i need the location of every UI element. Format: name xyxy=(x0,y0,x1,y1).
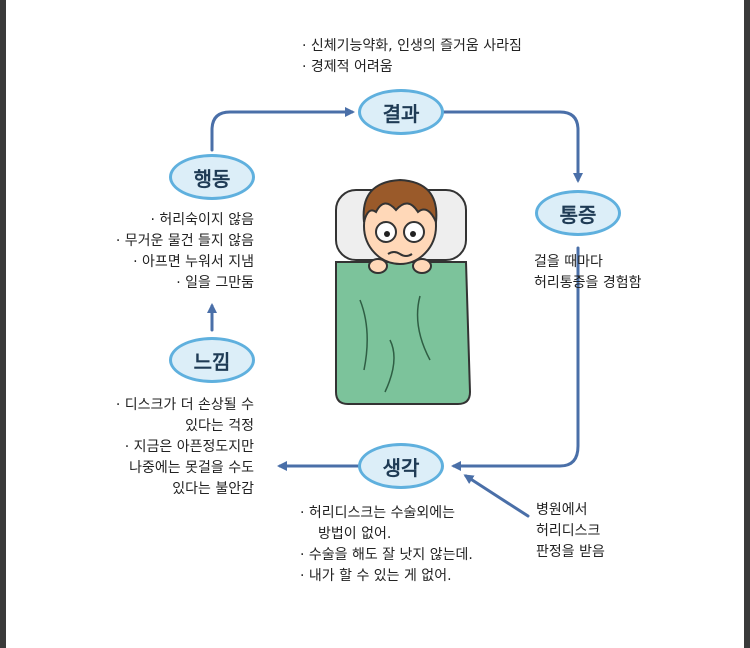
node-feeling: 느낌 xyxy=(169,337,255,383)
action-line: · 무거운 물건 들지 않음 xyxy=(58,231,254,252)
thought-line: 방법이 없어. xyxy=(300,524,473,545)
thought-line: · 내가 할 수 있는 게 없어. xyxy=(300,566,473,587)
result-line: · 경제적 어려움 xyxy=(302,57,522,78)
action-line: · 허리숙이지 않음 xyxy=(58,210,254,231)
result-description: · 신체기능약화, 인생의 즐거움 사라짐 · 경제적 어려움 xyxy=(302,36,522,78)
blanket xyxy=(336,262,470,404)
feeling-line: · 지금은 아픈정도지만 xyxy=(58,437,254,458)
feeling-description: · 디스크가 더 손상될 수 있다는 걱정 · 지금은 아픈정도지만 나중에는 … xyxy=(58,395,254,500)
feeling-line: 있다는 불안감 xyxy=(58,479,254,500)
feeling-line: 나중에는 못걸을 수도 xyxy=(58,458,254,479)
node-action: 행동 xyxy=(169,154,255,200)
arrow-result-to-pain xyxy=(440,112,578,180)
action-line: · 아프면 누워서 지냄 xyxy=(58,252,254,273)
pain-description: 걸을 때마다 허리통증을 경험함 xyxy=(534,252,642,294)
action-description: · 허리숙이지 않음 · 무거운 물건 들지 않음 · 아프면 누워서 지냄 ·… xyxy=(58,210,254,294)
sick-boy-illustration xyxy=(336,180,470,404)
pain-line: 걸을 때마다 xyxy=(534,252,642,273)
feeling-line: 있다는 걱정 xyxy=(58,416,254,437)
node-result: 결과 xyxy=(358,89,444,135)
arrow-hospital-to-thought xyxy=(466,476,528,516)
result-line: · 신체기능약화, 인생의 즐거움 사라짐 xyxy=(302,36,522,57)
thought-description: · 허리디스크는 수술외에는 방법이 없어. · 수술을 해도 잘 낫지 않는데… xyxy=(300,503,473,587)
node-pain: 통증 xyxy=(535,190,621,236)
thought-line: · 허리디스크는 수술외에는 xyxy=(300,503,473,524)
hospital-line: 병원에서 xyxy=(536,500,605,521)
node-thought: 생각 xyxy=(358,443,444,489)
feeling-line: · 디스크가 더 손상될 수 xyxy=(58,395,254,416)
hospital-line: 허리디스크 xyxy=(536,521,605,542)
hospital-line: 판정을 받음 xyxy=(536,542,605,563)
thought-line: · 수술을 해도 잘 낫지 않는데. xyxy=(300,545,473,566)
action-line: · 일을 그만둠 xyxy=(58,273,254,294)
hospital-description: 병원에서 허리디스크 판정을 받음 xyxy=(536,500,605,563)
pain-line: 허리통증을 경험함 xyxy=(534,273,642,294)
arrow-action-to-result xyxy=(212,112,352,150)
